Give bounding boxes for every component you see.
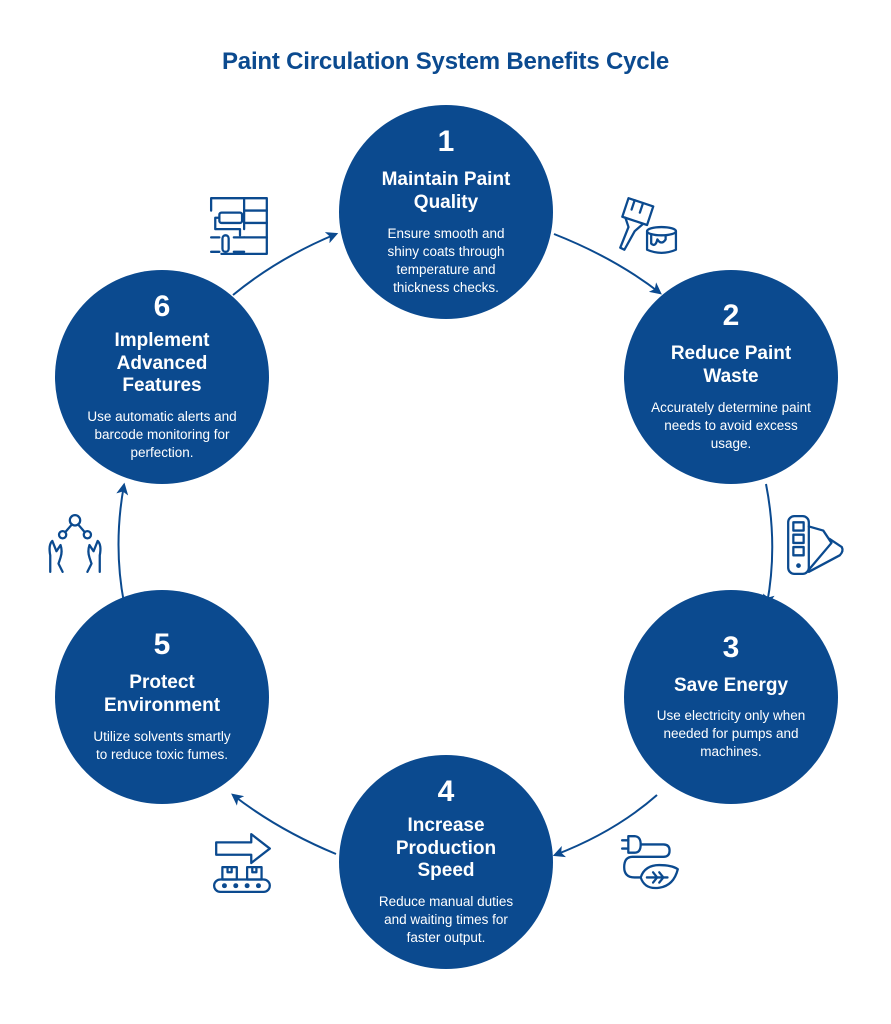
hands-with-molecule-icon [42, 510, 108, 576]
step-description: Use automatic alerts and barcode monitor… [87, 409, 237, 461]
arrow-6-to-1 [232, 232, 339, 296]
diagram-title: Paint Circulation System Benefits Cycle [221, 48, 669, 75]
step-2-circle: 2 Reduce Paint Waste Accurately determin… [624, 270, 838, 484]
step-description: Accurately determine paint needs to avoi… [651, 399, 811, 451]
color-swatch-fan-icon [782, 512, 848, 578]
step-4-circle: 4 Increase Production Speed Reduce manua… [339, 755, 553, 969]
step-heading: Increase Production Speed [395, 814, 497, 882]
paint-roller-wall-icon [207, 192, 273, 258]
step-heading: Reduce Paint Waste [670, 343, 792, 388]
step-6-circle: 6 Implement Advanced Features Use automa… [55, 270, 269, 484]
step-3-circle: 3 Save Energy Use electricity only when … [624, 590, 838, 804]
conveyor-belt-arrow-icon [210, 830, 276, 896]
step-number: 1 [437, 125, 455, 159]
step-description: Reduce manual duties and waiting times f… [378, 894, 514, 946]
step-number: 3 [722, 630, 740, 664]
step-number: 6 [153, 289, 171, 323]
plug-with-leaf-icon [618, 830, 684, 896]
arrow-4-to-5 [231, 793, 337, 855]
step-description: Use electricity only when needed for pum… [656, 708, 806, 760]
step-heading: Protect Environment [103, 672, 221, 717]
step-heading: Implement Advanced Features [114, 329, 210, 397]
arrow-5-to-6 [116, 482, 129, 604]
step-number: 4 [437, 774, 455, 808]
arrow-3-to-4 [552, 794, 658, 858]
step-number: 5 [153, 628, 171, 662]
step-5-circle: 5 Protect Environment Utilize solvents s… [55, 590, 269, 804]
arrow-2-to-3 [762, 483, 775, 607]
step-description: Utilize solvents smartly to reduce toxic… [93, 728, 231, 762]
step-description: Ensure smooth and shiny coats through te… [387, 225, 505, 295]
step-number: 2 [722, 299, 740, 333]
step-heading: Maintain Paint Quality [381, 169, 511, 214]
step-heading: Save Energy [673, 674, 789, 696]
step-1-circle: 1 Maintain Paint Quality Ensure smooth a… [339, 105, 553, 319]
arrow-1-to-2 [553, 233, 662, 295]
paintbrush-and-can-icon [612, 192, 678, 258]
